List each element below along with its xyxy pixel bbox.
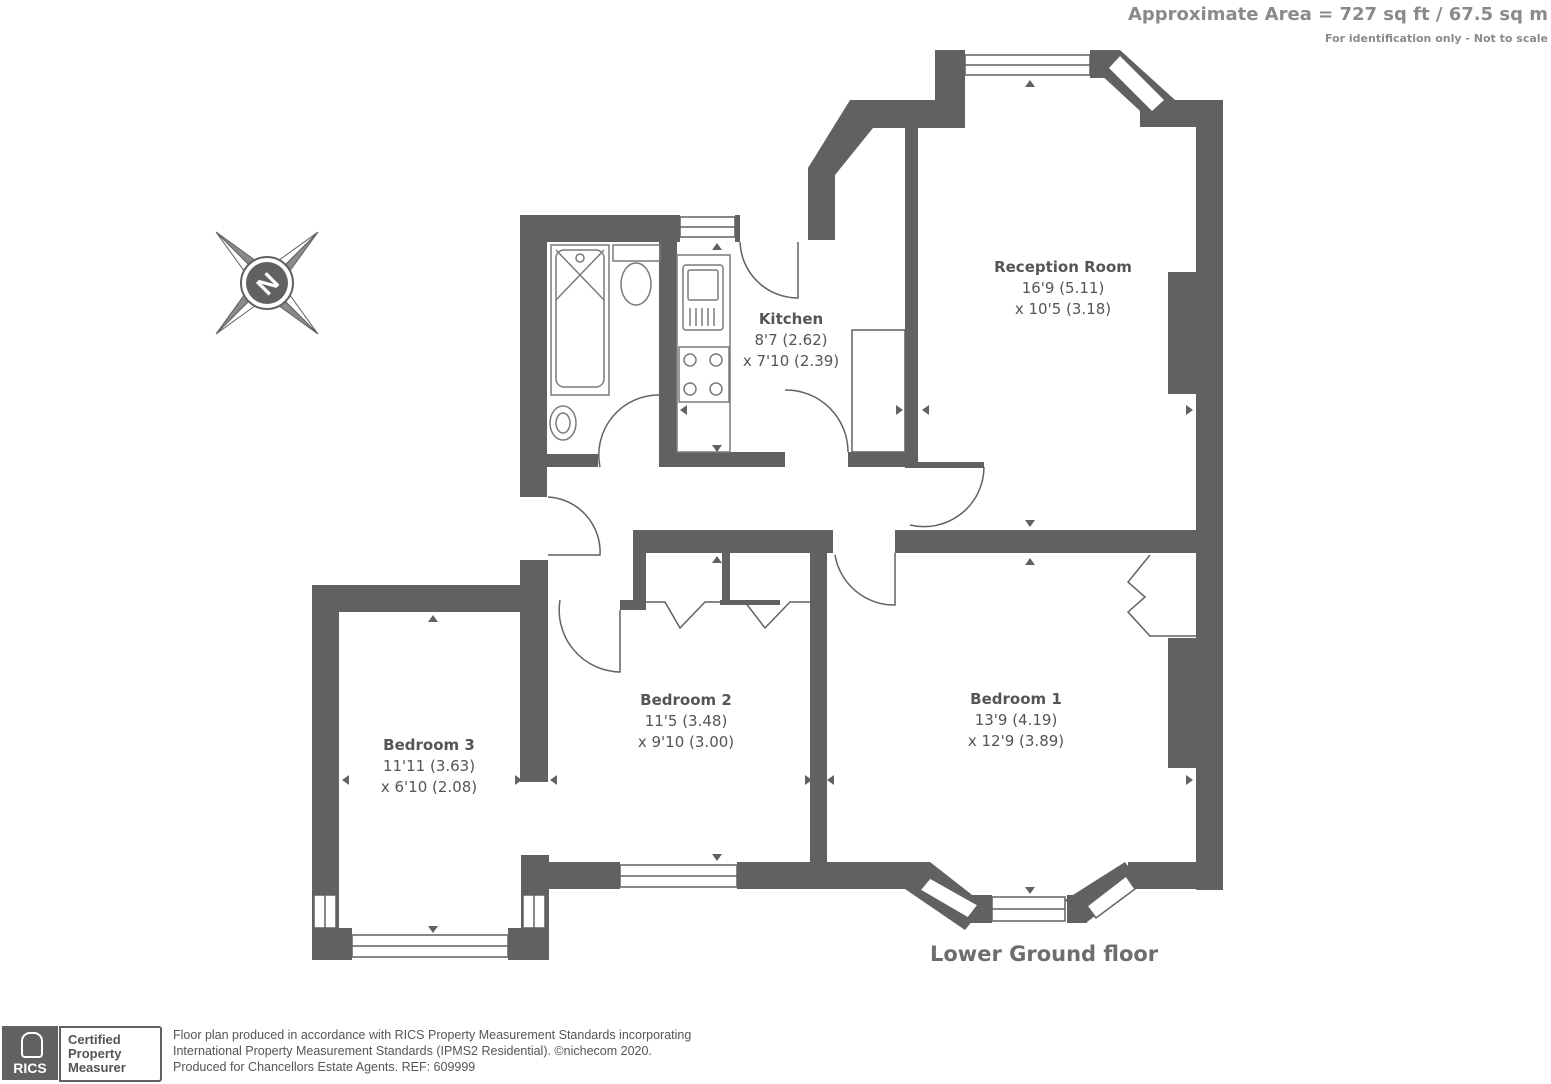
wall [722, 530, 730, 602]
wall [735, 215, 740, 242]
cupboard-door [645, 601, 720, 630]
wall [1196, 100, 1223, 555]
disclaimer: Floor plan produced in accordance with R… [173, 1027, 691, 1075]
room-dim: 16'9 (5.11) [1021, 279, 1105, 297]
hob [678, 346, 730, 403]
wall [1196, 530, 1223, 890]
kitchen-counter [676, 254, 731, 453]
walls [312, 50, 1223, 960]
wall [633, 530, 646, 610]
door [598, 394, 661, 468]
room-label-bedroom3: Bedroom 3 11'11 (3.63) x 6'10 (2.08) [381, 735, 477, 798]
wall [520, 560, 548, 782]
door [739, 241, 799, 299]
bathtub-inner [555, 249, 605, 388]
room-dim: x 9'10 (3.00) [637, 733, 735, 751]
room-dim: x 10'5 (3.18) [1014, 300, 1112, 318]
wall [548, 862, 620, 889]
rics-logo: RICS [2, 1026, 58, 1080]
toilet-bowl [620, 262, 652, 306]
wall [520, 454, 598, 467]
disclaimer-line: International Property Measurement Stand… [173, 1044, 652, 1058]
door [558, 599, 621, 673]
door [909, 466, 985, 528]
room-name: Bedroom 2 [640, 691, 732, 709]
wall [312, 928, 352, 960]
toilet-cistern [612, 244, 661, 262]
scale-note: For identification only - Not to scale [1325, 32, 1548, 45]
compass-north-icon [215, 231, 319, 335]
room-dim: 11'5 (3.48) [644, 712, 728, 730]
cert-line: Certified [68, 1032, 121, 1047]
room-dim: x 12'9 (3.89) [967, 732, 1065, 750]
room-dim: 8'7 (2.62) [754, 331, 828, 349]
room-label-bedroom1: Bedroom 1 13'9 (4.19) x 12'9 (3.89) [968, 689, 1064, 752]
wall [737, 862, 920, 889]
windows [313, 53, 1167, 958]
room-dim: 11'11 (3.63) [382, 757, 476, 775]
wall [620, 600, 645, 610]
wall [808, 100, 905, 240]
wall [633, 530, 833, 553]
wall [910, 462, 984, 468]
wall [895, 530, 1223, 553]
wall [312, 585, 547, 612]
room-name: Bedroom 1 [970, 690, 1062, 708]
floor-label: Lower Ground floor [930, 942, 1159, 966]
disclaimer-line: Produced for Chancellors Estate Agents. … [173, 1060, 476, 1074]
room-name: Bedroom 3 [383, 736, 475, 754]
cupboard-door [730, 601, 810, 630]
basin [549, 405, 577, 441]
wall [1168, 638, 1196, 768]
fixtures [549, 244, 731, 453]
room-dim: 13'9 (4.19) [974, 711, 1058, 729]
room-dim: x 7'10 (2.39) [742, 352, 840, 370]
cert-line: Property [68, 1046, 122, 1061]
door [834, 553, 896, 606]
room-label-kitchen: Kitchen 8'7 (2.62) x 7'10 (2.39) [743, 309, 839, 372]
door [784, 389, 849, 453]
room-dim: x 6'10 (2.08) [380, 778, 478, 796]
wall [659, 242, 677, 464]
window [918, 877, 980, 919]
wall [848, 452, 910, 467]
window [1085, 874, 1137, 920]
disclaimer-line: Floor plan produced in accordance with R… [173, 1028, 692, 1042]
window [1106, 53, 1167, 114]
wall [659, 452, 785, 467]
wall [520, 215, 547, 497]
door [547, 496, 601, 556]
certified-measurer-badge: Certified Property Measurer [59, 1026, 162, 1082]
approximate-area: Approximate Area = 727 sq ft / 67.5 sq m [1127, 4, 1548, 25]
room-label-reception: Reception Room 16'9 (5.11) x 10'5 (3.18) [994, 257, 1132, 320]
bathtub [550, 244, 610, 396]
wall [905, 100, 918, 468]
sink [682, 264, 724, 331]
room-name: Reception Room [994, 258, 1132, 276]
wall [720, 600, 780, 605]
room-label-bedroom2: Bedroom 2 11'5 (3.48) x 9'10 (3.00) [638, 690, 734, 753]
rics-text: RICS [13, 1060, 47, 1076]
room-name: Kitchen [758, 310, 824, 328]
appliance-outline [851, 329, 906, 453]
rics-crest-icon [21, 1032, 43, 1058]
dimension-markers [342, 80, 1193, 933]
wall [1168, 272, 1196, 394]
doors [547, 241, 1196, 673]
cupboard-door [1126, 554, 1196, 637]
wall [810, 530, 827, 862]
wall [1065, 862, 1140, 922]
cert-line: Measurer [68, 1060, 126, 1075]
